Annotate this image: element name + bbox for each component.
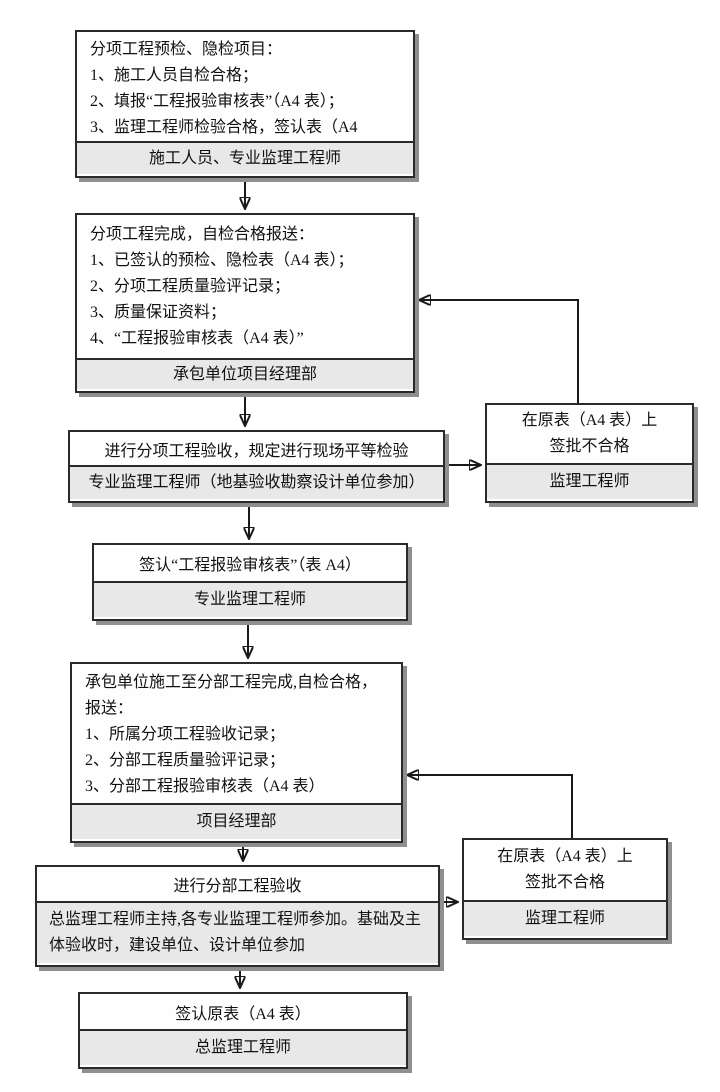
text-line: 3、分部工程报验审核表（A4 表） [85,778,325,795]
step-division-acceptance-responsible: 总监理工程师主持,各专业监理工程师参加。基础及主体验收时，建设单位、设计单位参加 [37,901,438,963]
step-sign-review-form-title: 签认“工程报验审核表”（表 A4） [94,545,406,581]
arrow-reject2-to-box5 [408,775,573,838]
reject-division-content: 在原表（A4 表）上 签批不合格 [464,840,666,900]
reject-division-responsible: 监理工程师 [464,900,666,936]
text-line: 签批不合格 [524,874,605,891]
step-sign-original-form-title: 签认原表（A4 表） [80,994,406,1029]
text-line: 4、“工程报验审核表（A4 表）” [90,330,304,347]
step-sign-original-form-box: 签认原表（A4 表） 总监理工程师 [78,992,408,1069]
step-subitem-complete-responsible: 承包单位项目经理部 [77,358,413,389]
text-line: 承包单位施工至分部工程完成,自检合格，报送： [85,674,378,717]
reject-subitem-box: 在原表（A4 表）上 签批不合格 监理工程师 [485,403,694,503]
step-subitem-acceptance-box: 进行分项工程验收，规定进行现场平等检验 专业监理工程师（地基验收勘察设计单位参加… [68,430,445,503]
reject-subitem-content: 在原表（A4 表）上 签批不合格 [487,405,692,463]
text-line: 签批不合格 [549,438,630,455]
step-subitem-complete-box: 分项工程完成，自检合格报送： 1、已签认的预检、隐检表（A4 表）； 2、分项工… [75,213,415,393]
text-line: 2、填报“工程报验审核表”（A4 表）； [90,93,344,110]
text-line: 1、所属分项工程验收记录； [85,726,286,743]
text-line: 在原表（A4 表）上 [497,848,633,865]
step-division-complete-content: 承包单位施工至分部工程完成,自检合格，报送： 1、所属分项工程验收记录； 2、分… [72,664,401,803]
reject-subitem-responsible: 监理工程师 [487,463,692,499]
text-line: 2、分项工程质量验评记录； [90,278,291,295]
step-division-complete-box: 承包单位施工至分部工程完成,自检合格，报送： 1、所属分项工程验收记录； 2、分… [70,662,403,843]
step-preinspection-responsible: 施工人员、专业监理工程师 [77,141,413,174]
text-line: 1、施工人员自检合格； [90,67,259,84]
step-subitem-acceptance-title: 进行分项工程验收，规定进行现场平等检验 [70,432,443,465]
text-line: 3、质量保证资料； [90,304,227,321]
step-preinspection-content: 分项工程预检、隐检项目： 1、施工人员自检合格； 2、填报“工程报验审核表”（A… [77,32,413,162]
step-subitem-acceptance-responsible: 专业监理工程师（地基验收勘察设计单位参加） [70,465,443,499]
text-line: 2、分部工程质量验评记录； [85,752,286,769]
step-sign-original-form-responsible: 总监理工程师 [80,1029,406,1065]
step-sign-review-form-responsible: 专业监理工程师 [94,581,406,617]
text-line: 分项工程完成，自检合格报送： [90,226,315,243]
step-subitem-complete-content: 分项工程完成，自检合格报送： 1、已签认的预检、隐检表（A4 表）； 2、分项工… [77,215,413,358]
text-line: 分项工程预检、隐检项目： [90,41,283,58]
reject-division-box: 在原表（A4 表）上 签批不合格 监理工程师 [462,838,668,940]
step-preinspection-box: 分项工程预检、隐检项目： 1、施工人员自检合格； 2、填报“工程报验审核表”（A… [75,30,415,178]
step-division-complete-responsible: 项目经理部 [72,803,401,839]
text-line: 1、已签认的预检、隐检表（A4 表）； [90,252,354,269]
arrow-reject1-to-box2 [420,300,579,403]
step-division-acceptance-box: 进行分部工程验收 总监理工程师主持,各专业监理工程师参加。基础及主体验收时，建设… [35,865,440,967]
step-division-acceptance-title: 进行分部工程验收 [37,867,438,901]
step-sign-review-form-box: 签认“工程报验审核表”（表 A4） 专业监理工程师 [92,543,408,621]
text-line: 在原表（A4 表）上 [521,412,658,429]
